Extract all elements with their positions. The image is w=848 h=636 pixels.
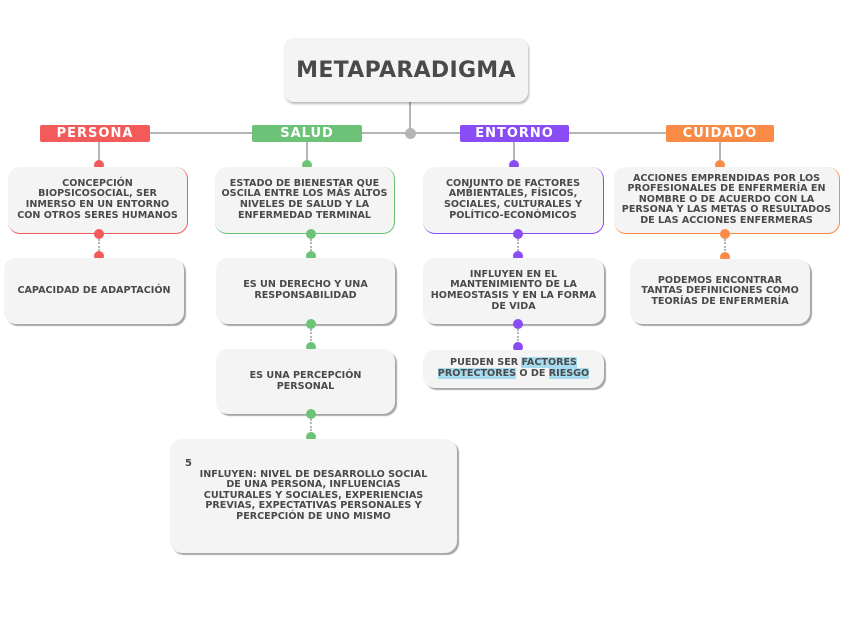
persona-node-1-text: CONCEPCIÓN BIOPSICOSOCIAL, SER INMERSO E… <box>17 177 178 221</box>
root-topic[interactable]: METAPARADIGMA <box>284 38 528 102</box>
entorno-dot-2 <box>513 229 523 239</box>
highlighted-text: RIESGO <box>548 368 590 379</box>
salud-node-3-text: ES UNA PERCEPCIÓN PERSONAL <box>249 369 362 392</box>
entorno-dot-3 <box>513 251 523 261</box>
salud-dot-4 <box>306 319 316 329</box>
salud-connector-4 <box>310 419 312 431</box>
category-salud-label: SALUD <box>280 126 334 141</box>
persona-node-2[interactable]: CAPACIDAD DE ADAPTACIÓN <box>4 258 184 324</box>
salud-node-2-text: ES UN DERECHO Y UNA RESPONSABILIDAD <box>243 279 368 301</box>
cuidado-node-1-text: ACCIONES EMPRENDIDAS POR LOS PROFESIONAL… <box>621 172 832 226</box>
salud-node-4-text: INFLUYEN: NIVEL DE DESARROLLO SOCIAL DE … <box>199 468 428 522</box>
salud-dot-7 <box>306 432 316 442</box>
persona-dot-2 <box>94 229 104 239</box>
category-persona[interactable]: PERSONA <box>40 125 150 142</box>
salud-dot-6 <box>306 409 316 419</box>
entorno-connector-2 <box>517 239 519 251</box>
cuidado-connector-2 <box>724 239 726 251</box>
entorno-dot-1 <box>509 160 519 170</box>
salud-dot-1 <box>302 160 312 170</box>
entorno-connector-3 <box>517 329 519 341</box>
root-title: METAPARADIGMA <box>296 57 516 83</box>
cuidado-dot-2 <box>720 229 730 239</box>
category-entorno[interactable]: ENTORNO <box>460 125 569 142</box>
persona-dot-3 <box>94 251 104 261</box>
entorno-node-1[interactable]: CONJUNTO DE FACTORES AMBIENTALES, FÍSICO… <box>423 167 604 234</box>
category-entorno-label: ENTORNO <box>475 126 554 141</box>
entorno-dot-4 <box>513 319 523 329</box>
entorno-node-1-text: CONJUNTO DE FACTORES AMBIENTALES, FÍSICO… <box>443 177 583 221</box>
hub-node <box>405 128 416 139</box>
salud-node-4[interactable]: INFLUYEN: NIVEL DE DESARROLLO SOCIAL DE … <box>170 439 457 553</box>
entorno-stem <box>513 142 515 164</box>
entorno-node-3-text: PUEDEN SER FACTORES PROTECTORES O DE RIE… <box>429 357 598 379</box>
persona-node-2-text: CAPACIDAD DE ADAPTACIÓN <box>17 284 171 296</box>
root-connector <box>409 102 411 133</box>
cuidado-dot-3 <box>720 252 730 262</box>
persona-connector-2 <box>98 239 100 251</box>
cuidado-dot-1 <box>715 160 725 170</box>
category-salud[interactable]: SALUD <box>252 125 362 142</box>
category-cuidado-label: CUIDADO <box>682 126 758 141</box>
cuidado-node-1[interactable]: ACCIONES EMPRENDIDAS POR LOS PROFESIONAL… <box>614 167 840 234</box>
salud-dot-3 <box>306 251 316 261</box>
entorno-node-3[interactable]: PUEDEN SER FACTORES PROTECTORES O DE RIE… <box>423 350 604 388</box>
text-plain: PUEDEN SER <box>450 357 522 369</box>
cuidado-node-2-text: PODEMOS ENCONTRAR TANTAS DEFINICIONES CO… <box>641 274 799 307</box>
cuidado-node-2[interactable]: PODEMOS ENCONTRAR TANTAS DEFINICIONES CO… <box>630 259 810 324</box>
entorno-dot-5 <box>513 342 523 352</box>
salud-node-2[interactable]: ES UN DERECHO Y UNA RESPONSABILIDAD <box>216 258 395 324</box>
salud-stem <box>306 142 308 164</box>
salud-connector-3 <box>310 329 312 341</box>
cuidado-stem <box>719 142 721 164</box>
persona-dot-1 <box>94 160 104 170</box>
salud-connector-2 <box>310 239 312 251</box>
persona-stem <box>98 142 100 164</box>
category-cuidado[interactable]: CUIDADO <box>666 125 774 142</box>
salud-node-1[interactable]: ESTADO DE BIENESTAR QUE OSCILA ENTRE LOS… <box>215 167 395 234</box>
entorno-node-2[interactable]: INFLUYEN EN EL MANTENIMIENTO DE LA HOMEO… <box>423 258 604 324</box>
salud-node-4-badge: 5 <box>185 458 192 469</box>
salud-dot-2 <box>306 229 316 239</box>
text-plain: O DE <box>516 368 549 379</box>
salud-node-3[interactable]: ES UNA PERCEPCIÓN PERSONAL <box>216 349 395 414</box>
salud-dot-5 <box>306 342 316 352</box>
salud-node-1-text: ESTADO DE BIENESTAR QUE OSCILA ENTRE LOS… <box>221 177 388 221</box>
entorno-node-2-text: INFLUYEN EN EL MANTENIMIENTO DE LA HOMEO… <box>430 268 597 312</box>
category-persona-label: PERSONA <box>56 126 134 141</box>
persona-node-1[interactable]: CONCEPCIÓN BIOPSICOSOCIAL, SER INMERSO E… <box>8 167 188 234</box>
